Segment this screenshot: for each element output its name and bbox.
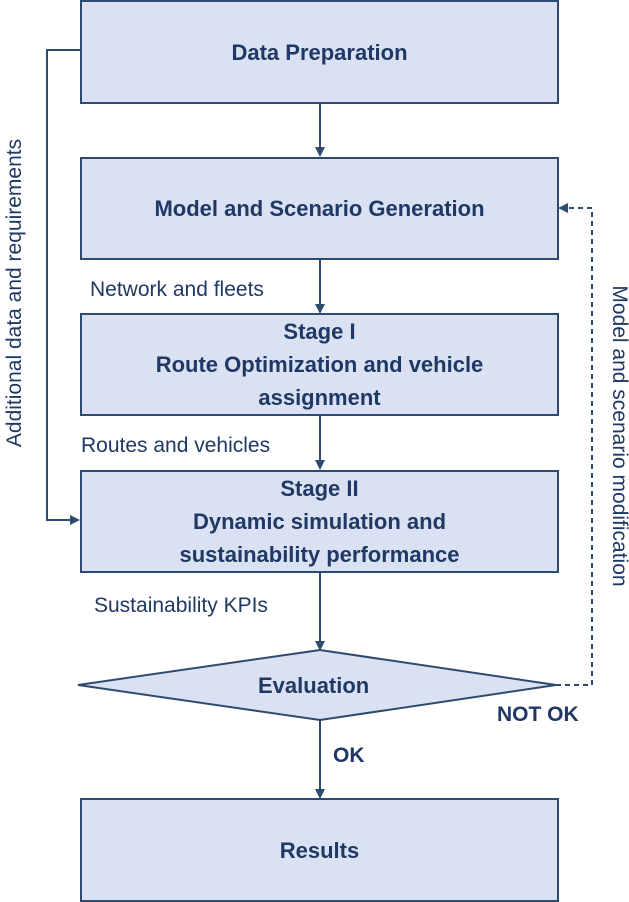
arrow-additional-data xyxy=(46,49,80,525)
evaluation-diamond xyxy=(77,648,557,722)
evaluation-label: Evaluation xyxy=(258,673,370,698)
stage2-title: Stage II xyxy=(280,476,359,501)
results-box: Results xyxy=(80,798,559,902)
data-preparation-box: Data Preparation xyxy=(80,0,559,104)
edge-label-ok: OK xyxy=(333,744,365,767)
results-label: Results xyxy=(279,837,360,863)
edge-label-routes-vehicles: Routes and vehicles xyxy=(81,434,271,457)
model-generation-label: Model and Scenario Generation xyxy=(154,196,485,221)
stage2-description-line1: Dynamic simulation and xyxy=(192,509,447,534)
stage1-description: Route Optimization and vehicle assignmen… xyxy=(155,352,484,410)
edge-label-not-ok: NOT OK xyxy=(497,703,579,726)
edge-label-network-fleets: Network and fleets xyxy=(90,278,264,301)
stage2-box: Stage II Dynamic simulation and sustaina… xyxy=(80,470,559,573)
stage1-title: Stage I xyxy=(283,319,356,344)
stage1-box: Stage I Route Optimization and vehicle a… xyxy=(80,313,559,416)
edge-label-kpis: Sustainability KPIs xyxy=(94,594,268,617)
arrow-model-modification xyxy=(556,203,593,686)
data-preparation-label: Data Preparation xyxy=(231,39,408,65)
model-generation-box: Model and Scenario Generation xyxy=(80,157,559,260)
side-label-model-modification: Model and scenario modification xyxy=(608,285,629,587)
side-label-additional-data: Additional data and requirements xyxy=(3,138,26,448)
stage2-description-line2: sustainability performance xyxy=(179,542,460,567)
